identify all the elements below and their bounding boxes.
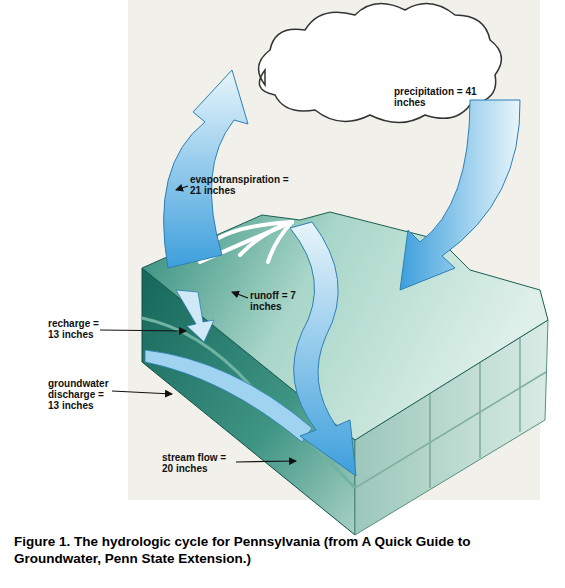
figure-caption: Figure 1. The hydrologic cycle for Penns… bbox=[14, 533, 554, 567]
evapotranspiration-arrow bbox=[164, 70, 248, 268]
flow-label: precipitation = 41 inches bbox=[394, 86, 480, 108]
flow-label: groundwater discharge = 13 inches bbox=[48, 378, 114, 411]
flow-label: recharge = 13 inches bbox=[48, 318, 108, 340]
stream-flow-arrow bbox=[290, 222, 356, 476]
cloud bbox=[259, 4, 502, 123]
groundwater-arrow bbox=[145, 350, 312, 442]
flow-label: stream flow = 20 inches bbox=[162, 452, 238, 474]
flow-label: runoff = 7 inches bbox=[250, 290, 297, 312]
flow-label: evapotranspiration = 21 inches bbox=[190, 174, 302, 196]
precipitation-arrow bbox=[400, 100, 520, 290]
recharge-arrow bbox=[176, 290, 214, 342]
leader-lines bbox=[100, 186, 296, 462]
